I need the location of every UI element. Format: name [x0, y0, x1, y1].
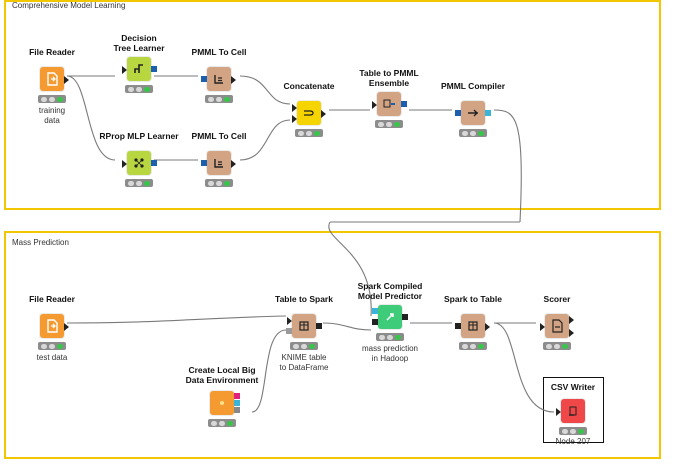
node-title: File Reader — [29, 294, 75, 304]
node-title: Concatenate — [283, 81, 335, 91]
node-status — [295, 129, 323, 137]
pmml-to-cell-icon — [201, 151, 236, 175]
table-to-spark-icon — [286, 314, 322, 338]
node-scorer[interactable]: Scorer — [502, 294, 612, 350]
node-create-local-big-data-env[interactable]: Create Local Big Data Environment — [167, 365, 277, 427]
tree-learner-icon — [122, 57, 157, 81]
node-status — [125, 85, 153, 93]
node-spark-compiled-model-predictor[interactable]: Spark Compiled Model Predictor mass pred… — [335, 281, 445, 364]
node-annotation: mass prediction in Hadoop — [361, 344, 419, 363]
node-status — [125, 179, 153, 187]
node-concatenate[interactable]: Concatenate — [254, 81, 364, 137]
node-status — [205, 179, 233, 187]
node-pmml-compiler[interactable]: PMML Compiler — [418, 81, 528, 137]
node-status — [459, 129, 487, 137]
node-annotation: KNIME table to DataFrame — [279, 353, 329, 372]
node-decision-tree-learner[interactable]: Decision Tree Learner — [84, 33, 194, 93]
node-file-reader-training[interactable]: File Reader training data — [0, 47, 107, 126]
node-title: Create Local Big Data Environment — [185, 365, 259, 385]
node-title: PMML Compiler — [440, 81, 506, 91]
node-status — [290, 342, 318, 350]
node-status — [543, 342, 571, 350]
node-table-to-pmml-ensemble[interactable]: Table to PMML Ensemble — [334, 68, 444, 128]
csv-writer-icon — [556, 399, 585, 423]
file-reader-icon — [40, 314, 69, 338]
concatenate-icon — [292, 101, 326, 125]
annotation-label: Mass Prediction — [12, 238, 69, 247]
node-status — [376, 333, 404, 341]
node-table-to-spark[interactable]: Table to Spark KNIME table to DataFrame — [249, 294, 359, 373]
node-spark-to-table[interactable]: Spark to Table — [418, 294, 528, 350]
node-pmml-to-cell-2[interactable]: PMML To Cell — [164, 131, 274, 187]
node-title: PMML To Cell — [191, 47, 247, 57]
node-title: Decision Tree Learner — [113, 33, 165, 53]
node-title: Table to PMML Ensemble — [359, 68, 419, 88]
big-data-env-icon — [210, 391, 240, 415]
pmml-to-cell-icon — [201, 67, 236, 91]
scorer-icon — [540, 314, 574, 338]
node-status — [38, 342, 66, 350]
node-title: CSV Writer — [550, 382, 596, 392]
node-title: Scorer — [543, 294, 571, 304]
node-status — [559, 427, 587, 435]
pmml-compiler-icon — [455, 101, 491, 125]
node-status — [375, 120, 403, 128]
spark-predictor-icon — [372, 305, 408, 329]
node-id-label: Node 207 — [555, 437, 591, 446]
spark-to-table-icon — [455, 314, 490, 338]
node-status — [205, 95, 233, 103]
node-pmml-to-cell-1[interactable]: PMML To Cell — [164, 47, 274, 103]
node-annotation: training data — [38, 106, 66, 125]
node-rprop-mlp-learner[interactable]: RProp MLP Learner — [84, 131, 194, 187]
node-annotation: test data — [36, 353, 68, 362]
node-title: Spark to Table — [444, 294, 502, 304]
file-reader-icon — [40, 67, 69, 91]
mlp-learner-icon — [122, 151, 157, 175]
node-csv-writer[interactable]: CSV Writer Node 207 — [518, 382, 628, 447]
table-to-pmml-icon — [372, 92, 407, 116]
node-title: File Reader — [29, 47, 75, 57]
node-title: Table to Spark — [275, 294, 333, 304]
node-status — [459, 342, 487, 350]
node-title: RProp MLP Learner — [99, 131, 179, 141]
annotation-label: Comprehensive Model Learning — [12, 1, 126, 10]
node-title: PMML To Cell — [191, 131, 247, 141]
node-title: Spark Compiled Model Predictor — [357, 281, 423, 301]
node-file-reader-test[interactable]: File Reader test data — [0, 294, 107, 363]
node-status — [208, 419, 236, 427]
node-status — [38, 95, 66, 103]
